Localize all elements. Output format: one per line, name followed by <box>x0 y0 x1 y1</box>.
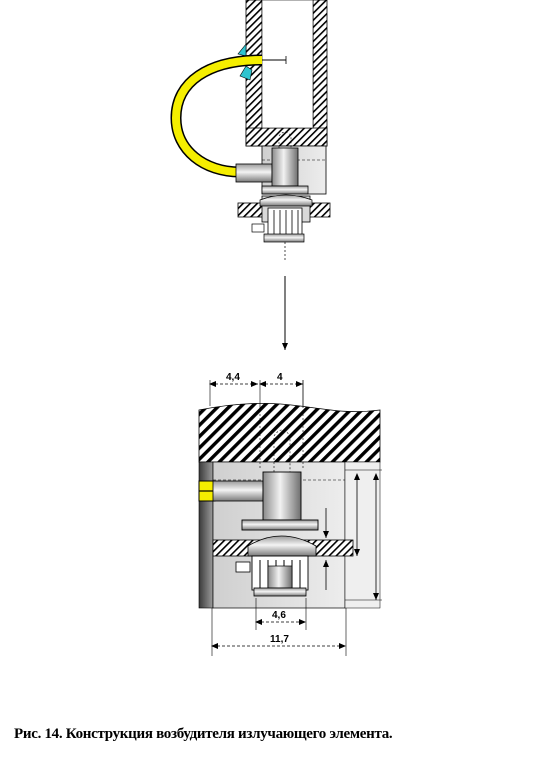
connector-base <box>263 233 305 243</box>
coax-cable <box>171 56 263 176</box>
dim-label-width-top: 4 <box>277 372 283 383</box>
bracket-lower <box>235 561 251 573</box>
side-tube <box>235 163 273 183</box>
probe-body <box>271 147 299 187</box>
flange-cap-lower <box>247 535 317 557</box>
dimension-overall-bottom: 11,7 <box>211 608 347 656</box>
housing-right <box>344 461 381 609</box>
sealant-bottom <box>239 65 253 81</box>
probe-body-lower <box>262 471 302 521</box>
probe-collar-lower <box>241 519 319 531</box>
side-tube-lower <box>212 480 264 502</box>
top-assembly <box>170 0 331 262</box>
bracket-small <box>251 223 265 233</box>
waveguide-bottom-wall <box>245 127 328 147</box>
dim-label-offset-left: 4,4 <box>226 372 240 383</box>
connector-base-lower <box>253 587 307 597</box>
probe-tip <box>278 131 292 148</box>
connector-inner <box>267 565 293 589</box>
waveguide-right-wall <box>312 0 328 147</box>
dimension-offset-left: 4,4 <box>209 372 258 406</box>
probe-tip-lower <box>273 429 291 472</box>
dim-label-overall-bottom: 11,7 <box>270 634 289 645</box>
thread-lines <box>273 210 299 238</box>
figure-caption: Рис. 14. Конструкция возбудителя излучаю… <box>14 726 393 742</box>
dimension-width-bottom: 4,6 <box>255 598 307 630</box>
flange-cap <box>259 194 313 207</box>
probe-collar <box>261 185 309 195</box>
sealant-top <box>237 43 247 57</box>
hatched-body <box>198 403 381 463</box>
waveguide-cavity <box>261 0 314 129</box>
dimension-width-top: 4 <box>259 372 304 406</box>
bottom-assembly <box>198 403 382 609</box>
dim-label-width-bottom: 4,6 <box>272 610 286 621</box>
